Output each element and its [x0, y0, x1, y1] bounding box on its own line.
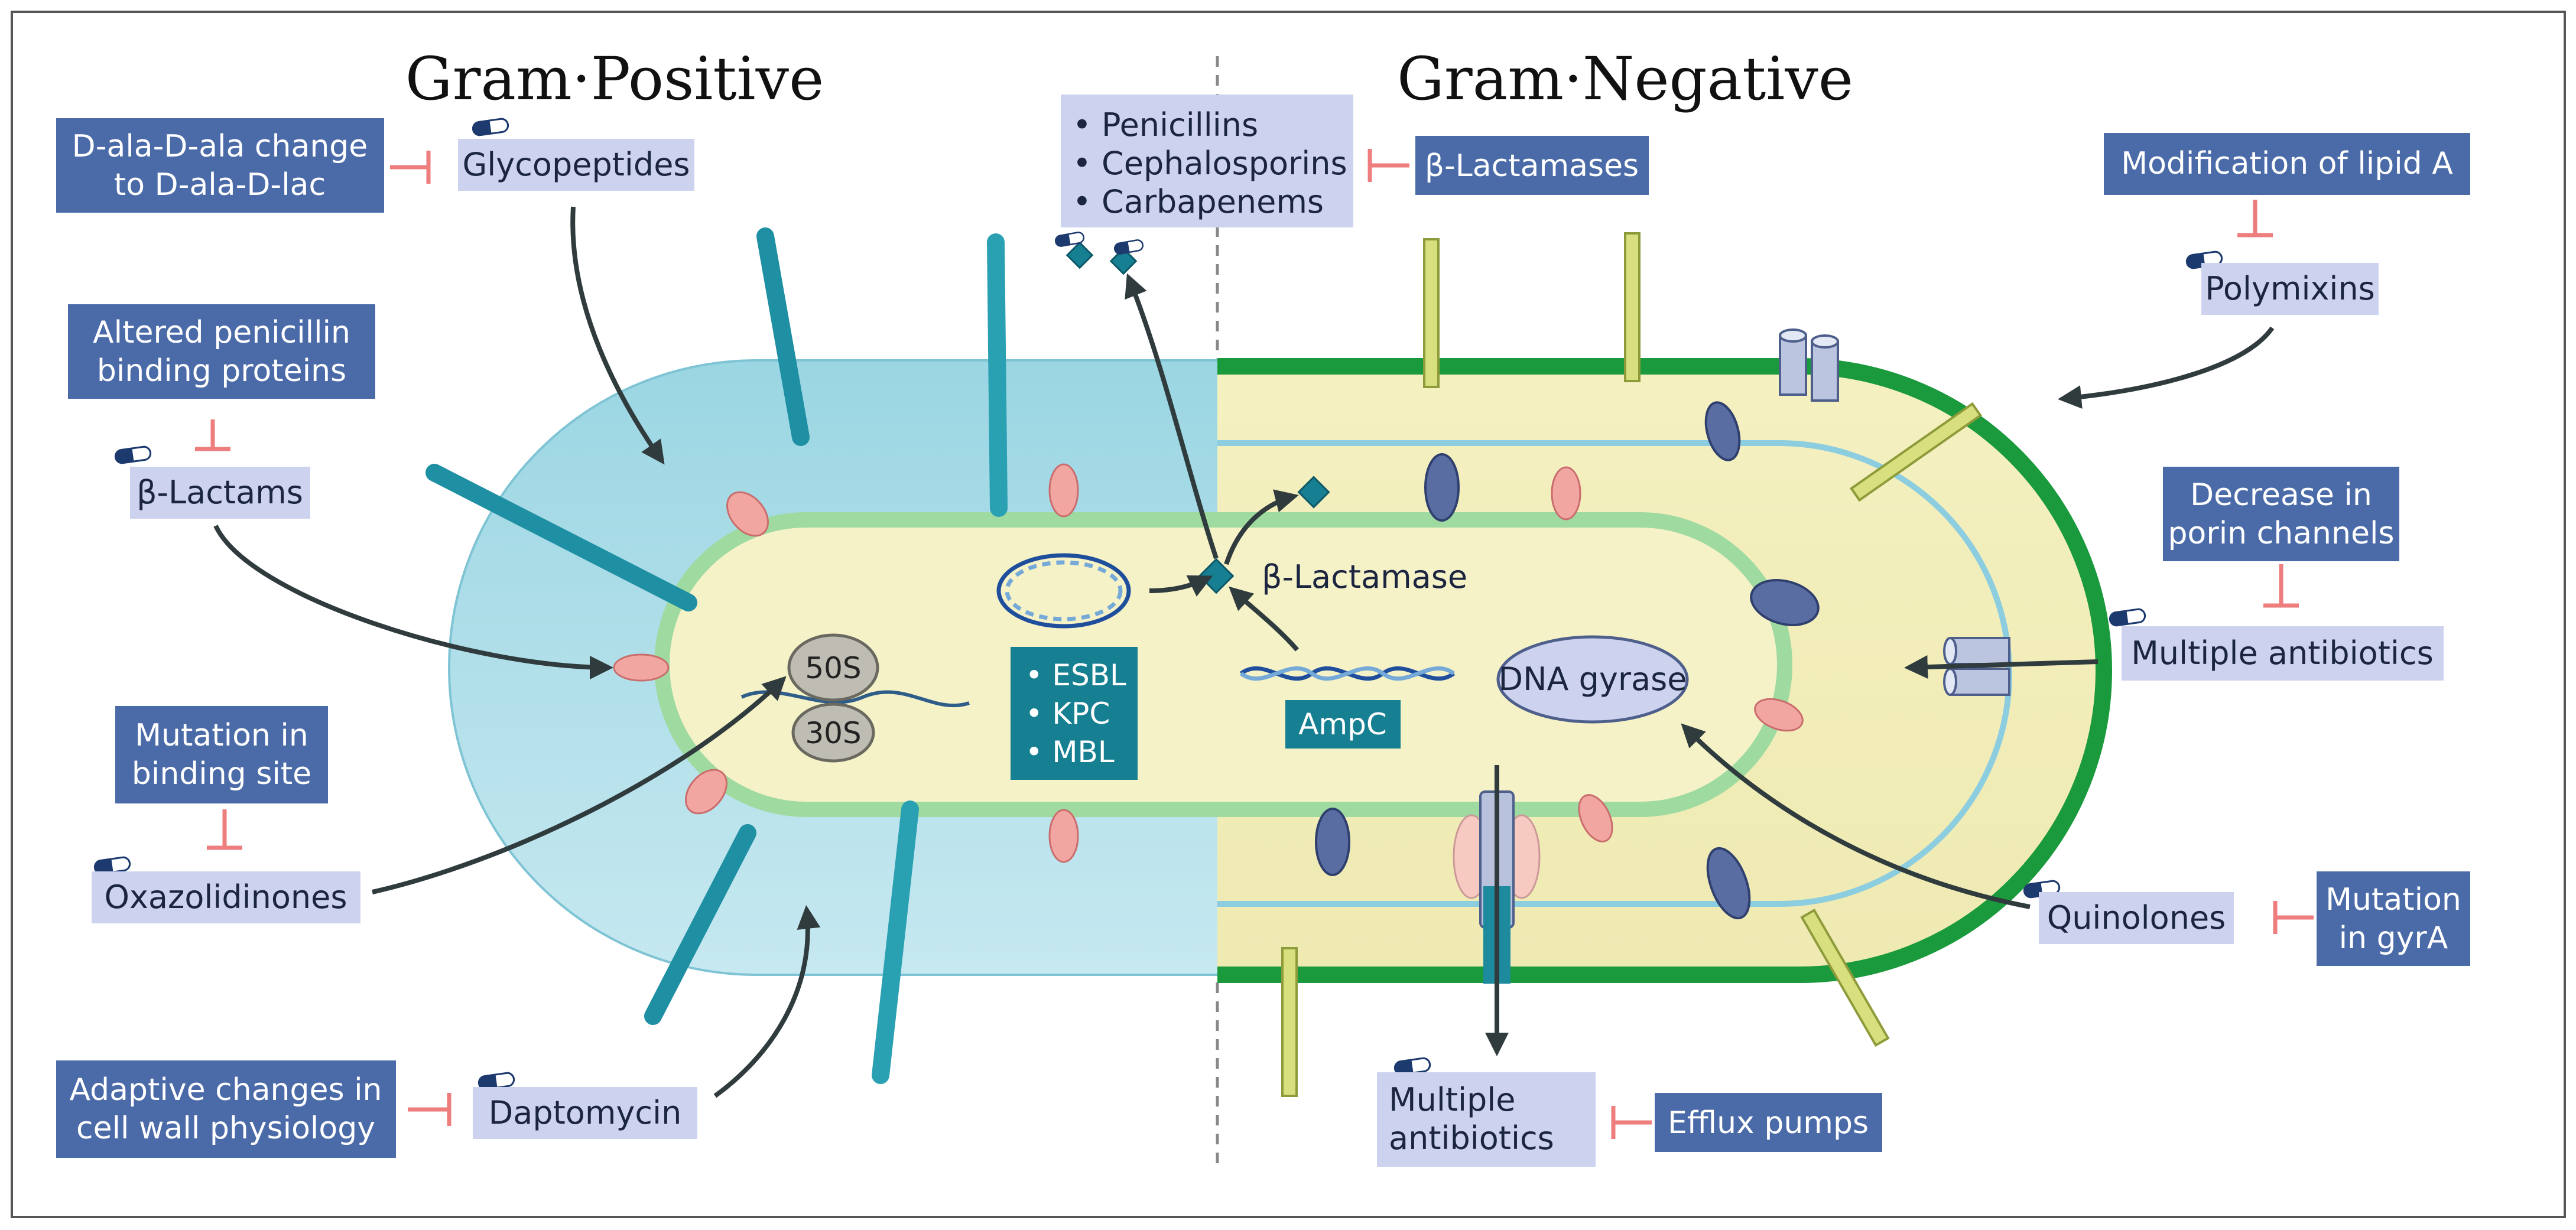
oxazolidinones-label: Oxazolidinones [104, 878, 347, 916]
plasmid-dna [996, 553, 1131, 629]
antibiotic-carbapenems: • Carbapenems [1073, 183, 1324, 220]
porin-decrease-box: Decrease in porin channels [2163, 467, 2399, 561]
lipid-a-box: Modification of lipid A [2104, 133, 2470, 195]
dna-gyrase [1496, 635, 1689, 724]
antibiotic-cephalosporins: • Cephalosporins [1073, 145, 1347, 182]
dala-change-box: D-ala-D-ala change to D-ala-D-lac [56, 118, 384, 213]
quinolones-box: Quinolones [2039, 892, 2234, 944]
multiple-antibiotics-bottom-box: Multiple antibiotics [1377, 1072, 1596, 1167]
porin-decrease-line2: porin channels [2168, 516, 2395, 551]
drug-entry-arrows [213, 206, 2275, 1098]
bacterial-cell [448, 358, 2112, 983]
gram-positive-surface-proteins [425, 227, 1008, 1084]
dala-change-line1: D-ala-D-ala change [72, 129, 368, 164]
multiple-antibiotics-right-label: Multiple antibiotics [2131, 634, 2433, 672]
oxazolidinones-box: Oxazolidinones [92, 871, 360, 923]
adaptive-changes-line1: Adaptive changes in [69, 1072, 382, 1108]
dna-gyrase-label: DNA gyrase [1499, 660, 1687, 698]
antibiotic-list-box: • Penicillins • Cephalosporins • Carbape… [1061, 95, 1353, 227]
mutation-gyra-box: Mutation in gyrA [2317, 871, 2470, 966]
porin-decrease-line1: Decrease in [2190, 477, 2372, 513]
inhibition-symbols [195, 149, 2314, 1139]
penicillin-binding-proteins [613, 463, 1804, 863]
ribosome: 50S 30S [740, 633, 970, 763]
ribosome-50s-label: 50S [805, 651, 861, 685]
title-gram-negative: Gram·Negative [1397, 44, 1853, 113]
adaptive-changes-box: Adaptive changes in cell wall physiology [56, 1060, 396, 1158]
plasmid-gene-kpc: • KPC [1025, 697, 1110, 731]
ribosome-30s-label: 30S [805, 716, 861, 750]
mutation-gyra-line2: in gyrA [2339, 920, 2448, 956]
beta-lactamases-box: β-Lactamases [1415, 136, 1649, 195]
glycopeptides-label: Glycopeptides [462, 146, 690, 183]
altered-pbp-box: Altered penicillin binding proteins [68, 304, 375, 399]
daptomycin-box: Daptomycin [473, 1087, 697, 1139]
antibiotic-penicillins: • Penicillins [1073, 106, 1258, 144]
beta-lactamases-label: β-Lactamases [1425, 148, 1639, 184]
altered-pbp-line1: Altered penicillin [93, 315, 350, 350]
mutation-binding-site-line1: Mutation in [135, 718, 308, 753]
mutation-binding-site-line2: binding site [132, 756, 311, 792]
adaptive-changes-line2: cell wall physiology [76, 1111, 375, 1146]
porin-channel-top [1779, 328, 1839, 402]
beta-lactams-box: β-Lactams [130, 467, 310, 519]
plasmid-gene-mbl: • MBL [1025, 735, 1115, 769]
ampc-box: AmpC [1285, 700, 1401, 749]
mutation-binding-site-box: Mutation in binding site [115, 706, 328, 803]
daptomycin-label: Daptomycin [489, 1094, 682, 1131]
ampc-dna-strand [1239, 666, 1456, 681]
outer-membrane-proteins [1315, 401, 1820, 920]
dala-change-line2: to D-ala-D-lac [114, 167, 326, 203]
beta-lactams-label: β-Lactams [137, 474, 303, 511]
polymixins-label: Polymixins [2205, 270, 2375, 307]
title-gram-positive: Gram·Positive [405, 44, 824, 113]
multiple-antibiotics-right-box: Multiple antibiotics [2122, 626, 2444, 681]
altered-pbp-line2: binding proteins [97, 353, 346, 389]
lipid-a-label: Modification of lipid A [2121, 146, 2453, 181]
glycopeptides-box: Glycopeptides [458, 139, 694, 191]
plasmid-gene-esbl: • ESBL [1025, 658, 1126, 692]
mutation-gyra-line1: Mutation [2325, 882, 2461, 917]
efflux-pumps-box: Efflux pumps [1655, 1093, 1882, 1152]
porin-channel-right [1943, 637, 2010, 696]
plasmid-genes-box: • ESBL • KPC • MBL [1011, 647, 1138, 780]
multiple-antibiotics-bottom-line1: Multiple [1389, 1081, 1516, 1118]
gram-negative-lps [1281, 232, 1983, 1097]
ribosome-30s [791, 702, 875, 763]
quinolones-label: Quinolones [2047, 899, 2226, 936]
polymixins-box: Polymixins [2201, 263, 2379, 315]
beta-lactamase-label: β-Lactamase [1262, 558, 1467, 596]
ampc-label: AmpC [1298, 707, 1387, 741]
multiple-antibiotics-bottom-line2: antibiotics [1389, 1120, 1554, 1157]
efflux-pumps-label: Efflux pumps [1668, 1105, 1869, 1141]
ribosome-50s [787, 633, 879, 702]
